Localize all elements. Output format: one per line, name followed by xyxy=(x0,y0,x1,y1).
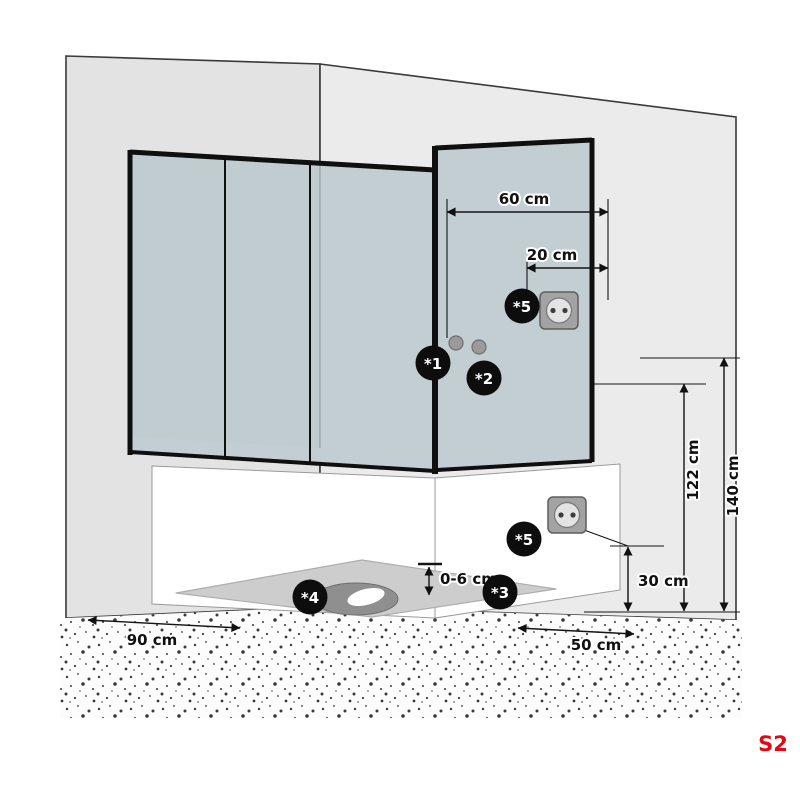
svg-text:*5: *5 xyxy=(513,298,531,316)
callout-markers: *1 *2 *3 *4 *5 *5 xyxy=(292,288,542,615)
dim-0-6-label: 0-6 cm xyxy=(440,570,497,588)
drain-icon xyxy=(313,582,399,616)
glass-frame-bottom-right xyxy=(436,459,593,472)
connection-points xyxy=(448,335,487,355)
variant-label: S2 xyxy=(758,732,788,756)
marker-1: *1 xyxy=(415,345,451,381)
dim-140-label: 140 cm xyxy=(724,455,742,516)
dim-90-label: 90 cm xyxy=(127,631,178,649)
dim-20-label: 20 cm xyxy=(527,246,578,264)
svg-text:*2: *2 xyxy=(475,370,493,388)
svg-text:*5: *5 xyxy=(515,531,533,549)
svg-text:*4: *4 xyxy=(301,589,319,607)
marker-5-lower: *5 xyxy=(506,521,542,557)
glass-frame-top-right xyxy=(434,137,593,151)
svg-text:*3: *3 xyxy=(491,584,509,602)
marker-2: *2 xyxy=(466,360,502,396)
glass-frame-top-front xyxy=(129,149,436,173)
marker-4: *4 xyxy=(292,579,328,615)
dim-50-arrow xyxy=(517,623,635,639)
power-socket-lower xyxy=(547,496,587,534)
glass-frame-bottom-front xyxy=(129,450,436,473)
connection-point xyxy=(448,335,464,351)
dim-50-label: 50 cm xyxy=(571,636,622,654)
svg-text:*1: *1 xyxy=(424,355,442,373)
marker-5-upper: *5 xyxy=(504,288,540,324)
dim-30-label: 30 cm xyxy=(638,572,689,590)
glass-panel-front xyxy=(130,152,435,472)
dim-122-label: 122 cm xyxy=(684,439,702,500)
dim-90-arrow xyxy=(87,615,241,633)
shower-tray-base xyxy=(151,463,621,619)
connection-point xyxy=(471,339,487,355)
dim-60-label: 60 cm xyxy=(499,190,550,208)
power-socket-upper xyxy=(539,291,579,330)
marker-3: *3 xyxy=(482,574,518,610)
dimensions: 60 cm 20 cm 122 cm 140 cm 30 cm 0-6 cm 9… xyxy=(87,188,744,656)
